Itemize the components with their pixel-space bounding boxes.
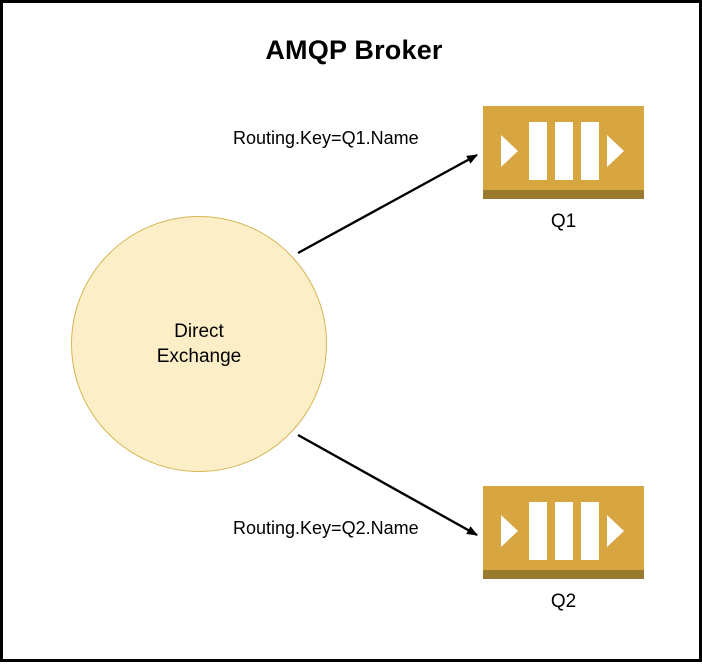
- exchange-node-label: Direct Exchange: [157, 319, 242, 369]
- queue-bar-1: [529, 122, 547, 180]
- exchange-node[interactable]: Direct Exchange: [71, 216, 327, 472]
- queue-node-q2[interactable]: Q2: [483, 486, 644, 613]
- edge-label-routing-key-q2: Routing.Key=Q2.Name: [231, 517, 421, 540]
- exchange-label-line-2: Exchange: [156, 346, 242, 367]
- queue-bar-2: [555, 122, 573, 180]
- play-arrow-left-icon: [501, 515, 518, 547]
- queue-icon: [483, 486, 644, 579]
- queue-base-band: [483, 190, 644, 199]
- queue-base-band: [483, 570, 644, 579]
- queue-node-q1[interactable]: Q1: [483, 106, 644, 233]
- page-title: AMQP Broker: [265, 35, 443, 65]
- queue-bar-2: [555, 502, 573, 560]
- play-arrow-right-icon: [607, 515, 624, 547]
- exchange-label-line-1: Direct: [174, 321, 224, 342]
- edge-label-routing-key-q1: Routing.Key=Q1.Name: [231, 127, 421, 150]
- queue-bar-1: [529, 502, 547, 560]
- queue-bar-3: [581, 122, 599, 180]
- play-arrow-right-icon: [607, 135, 624, 167]
- queue-label-q1: Q1: [550, 211, 577, 232]
- play-arrow-left-icon: [501, 135, 518, 167]
- queue-icon: [483, 106, 644, 199]
- queue-label-q2: Q2: [550, 591, 577, 612]
- queue-bar-3: [581, 502, 599, 560]
